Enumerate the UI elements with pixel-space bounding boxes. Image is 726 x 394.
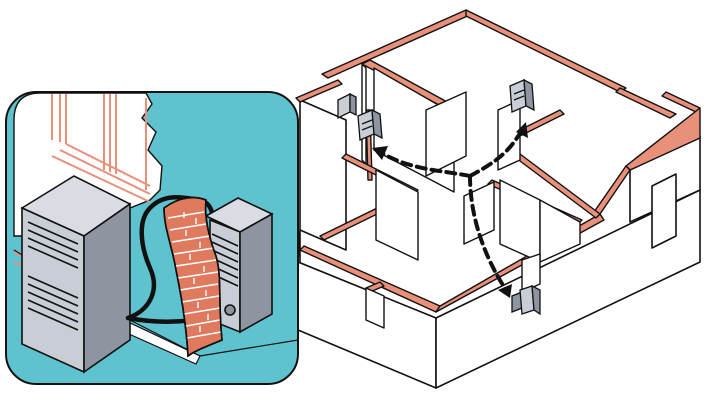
arrow-heads: [372, 122, 528, 298]
airflow-arrows: [378, 128, 524, 292]
indoor-unit-left: [357, 108, 383, 141]
interior-walls: [361, 63, 581, 329]
wall-unit-upper-left: [337, 92, 357, 120]
brick-mortar: [167, 211, 222, 339]
wall-units: [337, 78, 541, 316]
doorway: [651, 173, 677, 249]
arrowhead-lower: [498, 284, 512, 298]
window-frame: [13, 94, 151, 277]
indoor-unit-right: [509, 78, 535, 113]
indoor-unit-lower: [511, 284, 541, 316]
portable-unit-side: [83, 202, 131, 374]
outer-wall-face-right: [435, 189, 701, 389]
outer-wall-face: [299, 99, 347, 251]
inset-panel: [5, 91, 299, 385]
arrow-to-left-room: [378, 150, 472, 178]
remote-unit-port: [224, 304, 236, 316]
portable-unit: [20, 175, 132, 374]
brick-wall-edge: [163, 196, 223, 358]
brick-wall: [163, 196, 223, 358]
arrow-to-right-room: [468, 128, 524, 178]
remote-unit-side: [239, 212, 273, 334]
connecting-cable: [125, 195, 219, 321]
arrow-to-lower-room: [468, 174, 508, 292]
portable-unit-grille: [27, 221, 79, 331]
floor-plan: [295, 9, 701, 389]
arrowhead-left: [372, 146, 388, 160]
arrowhead-right: [516, 122, 528, 138]
